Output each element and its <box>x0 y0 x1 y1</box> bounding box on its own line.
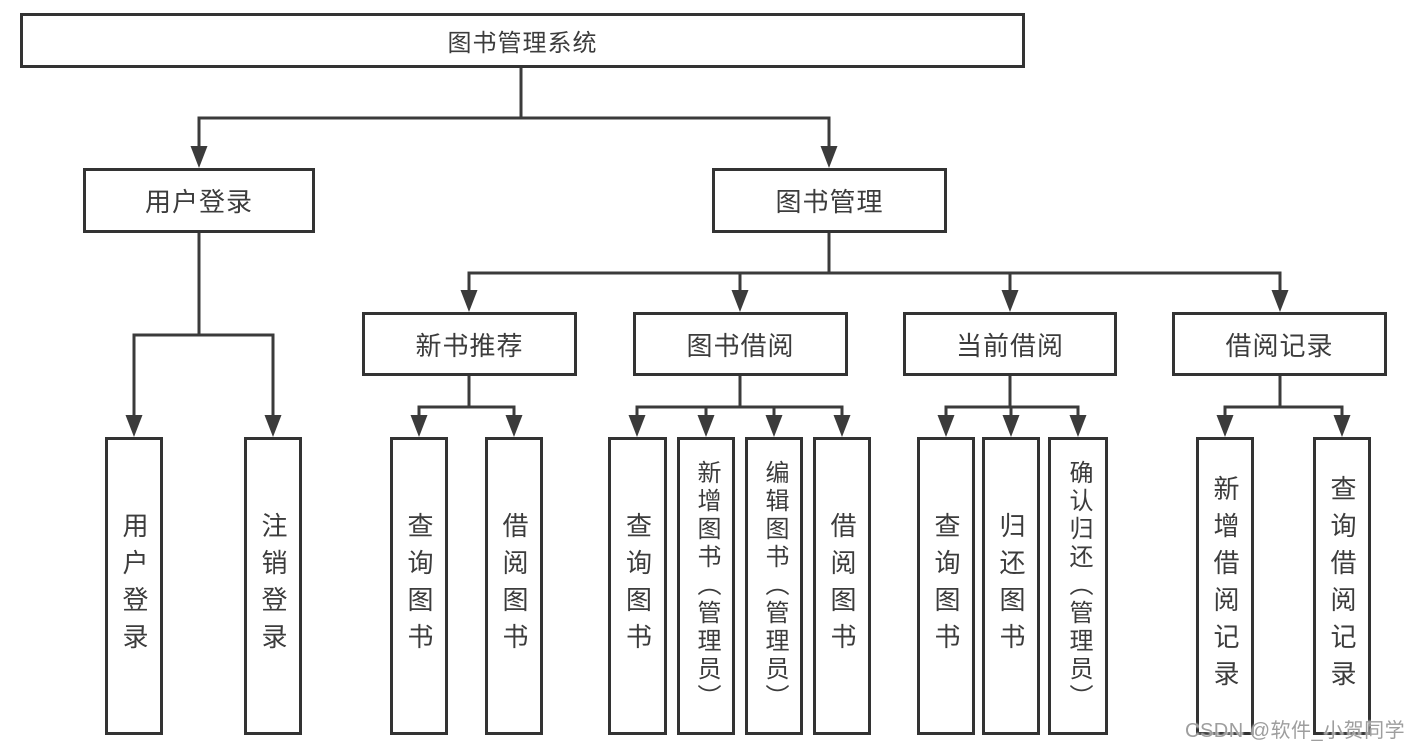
leaf-borrow-books: 借阅图书 <box>813 437 871 735</box>
leaf-user-login: 用户登录 <box>105 437 163 735</box>
arrowhead <box>1216 415 1234 437</box>
node-current-borrow: 当前借阅 <box>903 312 1117 376</box>
connector-line <box>467 231 1282 296</box>
node-label: 借阅记录 <box>1225 330 1334 361</box>
arrowhead <box>460 290 478 312</box>
arrowhead <box>410 415 428 437</box>
connector-line <box>132 231 275 421</box>
node-book-management: 图书管理 <box>712 168 947 233</box>
arrowhead <box>937 415 955 437</box>
node-new-book-recommend: 新书推荐 <box>362 312 577 376</box>
leaf-return-book: 归还图书 <box>982 437 1040 735</box>
node-label: 查询图书 <box>622 512 653 660</box>
connector-book-borrow-children <box>628 374 851 437</box>
leaf-edit-book-admin: 编辑图书（管理员） <box>745 437 803 735</box>
leaf-add-borrow-record: 新增借阅记录 <box>1196 437 1254 735</box>
connector-line <box>944 374 1080 421</box>
node-label: 当前借阅 <box>955 330 1064 361</box>
leaf-query-books-recommend: 查询图书 <box>390 437 448 735</box>
arrowhead <box>1001 290 1019 312</box>
leaf-logout: 注销登录 <box>244 437 302 735</box>
arrowhead <box>833 415 851 437</box>
node-borrow-records: 借阅记录 <box>1172 312 1387 376</box>
node-label: 图书管理 <box>775 187 884 217</box>
node-label: 归还图书 <box>996 512 1026 660</box>
arrowhead <box>765 415 783 437</box>
arrowhead <box>264 415 282 437</box>
arrowhead <box>1069 415 1087 437</box>
node-label: 编辑图书（管理员） <box>761 460 788 712</box>
node-label: 查询图书 <box>931 512 961 660</box>
connector-root-to-level2 <box>190 66 838 168</box>
arrowhead <box>125 415 143 437</box>
node-book-borrow: 图书借阅 <box>633 312 848 376</box>
arrowhead <box>628 415 646 437</box>
connector-line <box>1223 374 1344 421</box>
connector-line <box>197 66 831 152</box>
csdn-watermark: CSDN @软件_小贺同学 <box>1185 720 1405 742</box>
node-label: 新增图书（管理员） <box>693 460 720 712</box>
node-label: 用户登录 <box>144 187 253 217</box>
node-label: 图书借阅 <box>686 330 795 361</box>
connector-line <box>417 374 516 421</box>
node-user-login: 用户登录 <box>83 168 315 233</box>
leaf-query-books-current: 查询图书 <box>917 437 975 735</box>
connector-user-login-children <box>125 231 282 437</box>
connector-borrow-records-children <box>1216 374 1351 437</box>
leaf-add-book-admin: 新增图书（管理员） <box>677 437 735 735</box>
arrowhead <box>820 146 838 168</box>
arrowhead <box>731 290 749 312</box>
leaf-confirm-return-admin: 确认归还（管理员） <box>1048 437 1108 735</box>
arrowhead <box>505 415 523 437</box>
arrowhead <box>1002 415 1020 437</box>
node-label: 借阅图书 <box>827 512 857 660</box>
node-library-management-system: 图书管理系统 <box>20 13 1025 68</box>
arrowhead <box>697 415 715 437</box>
node-label: 注销登录 <box>258 512 288 660</box>
node-label: 用户登录 <box>119 512 149 660</box>
connector-current-borrow-children <box>937 374 1087 437</box>
leaf-query-books-borrow: 查询图书 <box>608 437 667 735</box>
node-label: 新书推荐 <box>415 330 524 361</box>
leaf-query-borrow-record: 查询借阅记录 <box>1313 437 1371 735</box>
arrowhead <box>1271 290 1289 312</box>
node-label: 查询图书 <box>404 512 434 660</box>
node-label: 查询借阅记录 <box>1327 475 1357 697</box>
node-label: 新增借阅记录 <box>1210 475 1240 697</box>
connector-line <box>635 374 844 421</box>
node-label: 图书管理系统 <box>447 30 598 57</box>
node-label: 借阅图书 <box>499 512 529 660</box>
leaf-borrow-books-recommend: 借阅图书 <box>485 437 543 735</box>
arrowhead <box>190 146 208 168</box>
arrowhead <box>1333 415 1351 437</box>
connector-book-management-children <box>460 231 1289 312</box>
node-label: 确认归还（管理员） <box>1065 460 1092 712</box>
connector-new-book-children <box>410 374 523 437</box>
